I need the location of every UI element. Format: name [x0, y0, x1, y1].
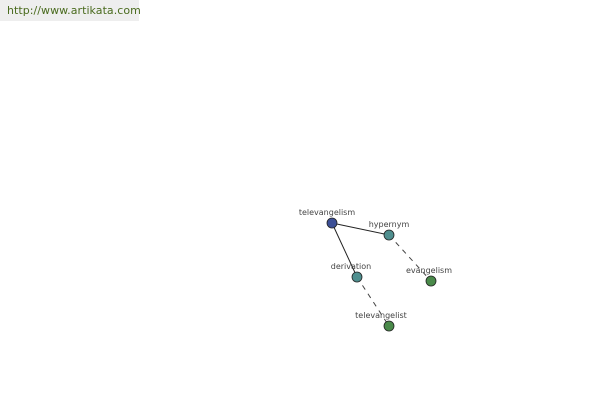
node-televangelist-dot[interactable]: [383, 320, 395, 332]
node-hypernym-dot[interactable]: [383, 229, 395, 241]
node-televangelism-label: televangelism: [299, 208, 356, 217]
node-hypernym-label: hypernym: [369, 220, 410, 229]
graph-node-hypernym[interactable]: hypernym: [369, 220, 410, 241]
node-derivation-label: derivation: [331, 262, 371, 271]
url-banner: http://www.artikata.com: [0, 0, 141, 21]
node-televangelist-label: televangelist: [355, 311, 407, 320]
graph-node-televangelist[interactable]: televangelist: [355, 311, 407, 332]
node-evangelism-label: evangelism: [406, 266, 452, 275]
graph-edges: [331, 222, 432, 327]
edge-hypernym-evangelism: [388, 234, 432, 282]
site-url-link[interactable]: http://www.artikata.com: [7, 4, 141, 17]
edge-televangelism-hypernym: [331, 222, 390, 236]
node-derivation-dot[interactable]: [351, 271, 363, 283]
node-evangelism-dot[interactable]: [425, 275, 437, 287]
graph-node-televangelism[interactable]: televangelism: [299, 208, 356, 229]
edge-televangelism-derivation: [331, 222, 358, 278]
graph-node-evangelism[interactable]: evangelism: [406, 266, 452, 287]
node-televangelism-dot[interactable]: [326, 217, 338, 229]
graph-node-derivation[interactable]: derivation: [331, 262, 371, 283]
